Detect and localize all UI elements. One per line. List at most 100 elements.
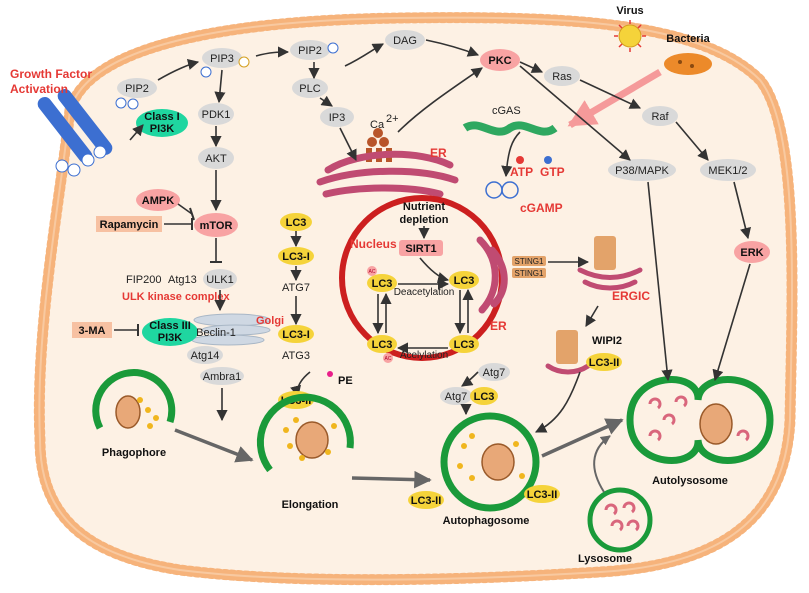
lc3-i-node [278, 325, 314, 343]
acetyl-icon [367, 266, 377, 276]
er-top [316, 150, 459, 198]
atp-icon [516, 156, 524, 164]
ip3-node [320, 107, 354, 127]
ampk-node [136, 189, 180, 211]
virus-icon [614, 20, 646, 52]
3ma-label: 3-MA [79, 325, 106, 337]
dag-node [385, 30, 425, 50]
akt-node [198, 147, 234, 169]
lc3-i-label: LC3-I [282, 251, 310, 263]
cgas-dna [462, 121, 558, 136]
bacteria-icon [664, 53, 712, 75]
pdk1-label: PDK1 [202, 109, 231, 121]
lc3-label: LC3 [286, 217, 307, 229]
pathway-arrows [114, 39, 751, 493]
pip2-label-a: PIP2 [125, 83, 149, 95]
ergic [577, 267, 643, 291]
ac-label: AC [385, 356, 392, 362]
phospho-icon [115, 97, 127, 109]
ip3-label: IP3 [329, 112, 346, 124]
bacteria-label: Bacteria [666, 33, 710, 45]
sting-label: STING1 [515, 269, 544, 278]
lc3-label: LC3 [372, 339, 393, 351]
atg14-node [187, 346, 223, 364]
raf-node [642, 106, 678, 126]
ca-label: Ca [370, 119, 385, 131]
lc3-label: LC3 [474, 391, 495, 403]
growth-factor-receptor [37, 88, 113, 177]
beclin-label: Beclin-1 [196, 327, 236, 339]
plc-node [292, 78, 328, 98]
er-mid-label: ER [490, 319, 507, 333]
sting-label: STING1 [515, 257, 544, 266]
sirt1-label: SIRT1 [405, 243, 436, 255]
phagophore-label: Phagophore [102, 447, 166, 459]
lysosome-membrane [545, 363, 591, 375]
lc3-i-label: LC3-I [282, 329, 310, 341]
pip2-node-b [290, 40, 330, 60]
atg13-label: Atg13 [168, 274, 197, 286]
erk-node [734, 241, 770, 263]
ergic-label: ERGIC [612, 289, 650, 303]
ambra-node [200, 367, 244, 385]
class3-pi3k-node [142, 318, 198, 346]
sting-box [512, 256, 546, 266]
atg7-node [440, 387, 472, 405]
lysosome [587, 487, 653, 553]
sting-dimer [556, 330, 578, 364]
ampk-label: AMPK [142, 195, 174, 207]
autolysosome-label: Autolysosome [652, 475, 728, 487]
autophagosome [440, 412, 540, 512]
cgamp-label: cGAMP [520, 201, 563, 215]
lysosome-label: Lysosome [578, 553, 632, 565]
nucleus-label: Nucleus [350, 237, 397, 251]
atg3-label: ATG3 [282, 350, 310, 362]
atg14-label: Atg14 [191, 350, 220, 362]
raf-label: Raf [651, 111, 669, 123]
gtp-icon [544, 156, 552, 164]
elongation-vesicle [256, 393, 354, 473]
golgi-label: Golgi [256, 315, 284, 327]
wipi2-label: WIPI2 [592, 335, 622, 347]
acetyl-icon [383, 353, 393, 363]
autophagosome-label: Autophagosome [443, 515, 530, 527]
lc3-label: LC3 [454, 339, 475, 351]
ulk-complex-label: ULK kinase complex [122, 291, 230, 303]
p38-label: P38/MAPK [615, 165, 669, 177]
mtor-node [194, 213, 238, 237]
atg7-label: ATG7 [282, 282, 310, 294]
lc3-i-node [278, 247, 314, 265]
gtp-label: GTP [540, 165, 565, 179]
lc3-label: LC3 [454, 275, 475, 287]
growth-factor-label-2: Activation [10, 82, 68, 96]
membrane-inner-line [38, 16, 793, 581]
dag-label: DAG [393, 35, 417, 47]
pip2-node-a [117, 78, 157, 98]
mek-label: MEK1/2 [708, 165, 747, 177]
lc3-label: LC3 [372, 278, 393, 290]
class1-pi3k-node [136, 109, 188, 137]
phospho-icon [127, 98, 139, 110]
fip200-label: FIP200 [126, 274, 161, 286]
ras-label: Ras [552, 71, 572, 83]
class3-label: Class III [149, 320, 191, 332]
class1-label: Class I [144, 111, 179, 123]
cgas-label: cGAS [492, 105, 521, 117]
ambra-label: Ambra1 [203, 371, 242, 383]
mtor-label: mTOR [200, 220, 233, 232]
deacetylation-label: Deacetylation [394, 287, 455, 298]
golgi [191, 313, 271, 346]
growth-factor-label-1: Growth Factor [10, 67, 92, 81]
plc-label: PLC [299, 83, 320, 95]
pkc-label: PKC [488, 55, 511, 67]
autolysosome [626, 376, 774, 464]
phospho-icon [200, 66, 212, 78]
3ma-box [72, 322, 112, 338]
lc3-ii-label: LC3-II [527, 489, 558, 501]
pip3-node [202, 48, 242, 68]
ulk1-node [203, 269, 237, 289]
lc3-node [449, 271, 479, 289]
er-top-label: ER [430, 146, 447, 160]
